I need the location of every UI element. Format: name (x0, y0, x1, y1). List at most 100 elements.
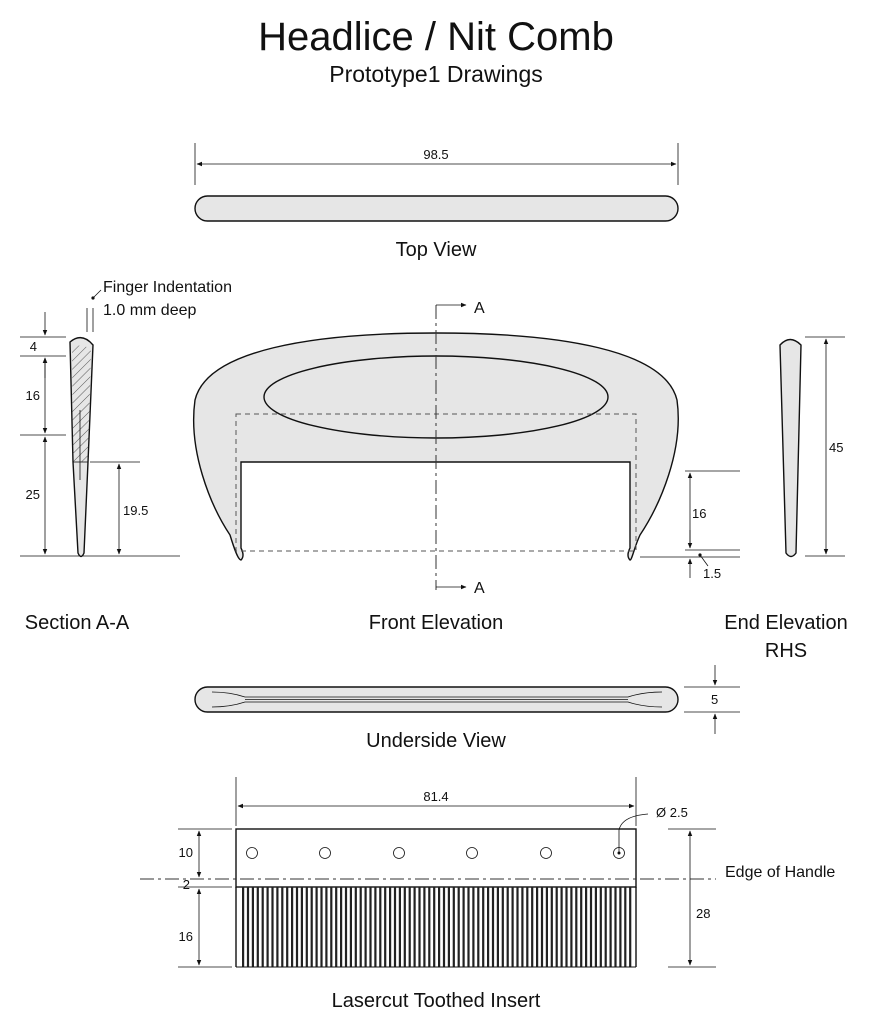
insert-body (235, 828, 637, 888)
comb-tooth (624, 887, 627, 967)
underside-view-label: Underside View (366, 730, 506, 752)
comb-tooth (330, 887, 333, 967)
comb-tooth (359, 887, 362, 967)
comb-tooth (428, 887, 431, 967)
insert-width-dimension: 81.4 (423, 789, 448, 804)
comb-tooth (364, 887, 367, 967)
comb-tooth (379, 887, 382, 967)
rivet-hole (319, 847, 331, 859)
comb-tooth (604, 887, 607, 967)
comb-tooth (295, 887, 299, 967)
comb-tooth (540, 887, 544, 967)
section-view: 4 16 25 19.5 Finger Indentation 1.0 mm d… (20, 279, 232, 634)
comb-tooth (580, 887, 583, 967)
insert-label: Lasercut Toothed Insert (332, 990, 541, 1012)
comb-tooth (462, 887, 465, 967)
section-dim-4: 4 (30, 339, 37, 354)
comb-tooth (325, 887, 328, 967)
comb-tooth (457, 887, 460, 967)
comb-tooth (261, 887, 264, 967)
insert-teeth (242, 887, 632, 967)
comb-tooth (242, 887, 245, 967)
comb-tooth (256, 887, 259, 967)
rivet-hole (466, 847, 478, 859)
comb-tooth (310, 887, 313, 967)
top-view-label: Top View (396, 239, 477, 261)
comb-tooth (344, 887, 348, 967)
comb-tooth (384, 887, 387, 967)
comb-tooth (501, 887, 504, 967)
comb-tooth (349, 887, 352, 967)
end-elevation-label: End Elevation (724, 612, 847, 634)
comb-tooth (467, 887, 470, 967)
top-view: 98.5 Top View (194, 143, 679, 261)
comb-tooth (315, 887, 318, 967)
comb-tooth (482, 887, 485, 967)
section-dim-25: 25 (26, 487, 40, 502)
comb-tooth (570, 887, 573, 967)
section-marker-top: A (474, 300, 485, 317)
comb-tooth (545, 887, 548, 967)
comb-tooth (300, 887, 303, 967)
comb-tooth (276, 887, 279, 967)
section-dim-16: 16 (26, 388, 40, 403)
comb-tooth (531, 887, 534, 967)
comb-tooth (472, 887, 475, 967)
rivet-hole (540, 847, 552, 859)
comb-tooth (594, 887, 597, 967)
comb-tooth (516, 887, 519, 967)
comb-tooth (286, 887, 289, 967)
comb-tooth (511, 887, 514, 967)
comb-tooth (354, 887, 357, 967)
insert-dim-10: 10 (179, 845, 193, 860)
toothed-insert: 81.4 Ø 2.5 Edge of Handle 10 2 16 28 Las… (140, 777, 835, 1012)
comb-tooth (491, 887, 495, 967)
comb-tooth (614, 887, 617, 967)
front-elevation-label: Front Elevation (369, 612, 504, 634)
drawing-title: Headlice / Nit Comb (258, 15, 614, 59)
insert-dim-16: 16 (179, 929, 193, 944)
finger-indentation-depth: 1.0 mm deep (103, 302, 196, 319)
comb-tooth (251, 887, 254, 967)
comb-tooth (560, 887, 563, 967)
rivet-hole (393, 847, 405, 859)
comb-tooth (413, 887, 416, 967)
comb-tooth (433, 887, 436, 967)
comb-tooth (335, 887, 338, 967)
comb-tooth (477, 887, 480, 967)
top-view-outline (194, 195, 679, 222)
front-dim-1-5: 1.5 (703, 566, 721, 581)
comb-tooth (609, 887, 612, 967)
comb-tooth (496, 887, 499, 967)
end-profile (779, 338, 802, 558)
comb-tooth (281, 887, 284, 967)
section-marker-bottom: A (474, 580, 485, 597)
rivet-hole (246, 847, 258, 859)
comb-tooth (536, 887, 539, 967)
hole-diameter-label: Ø 2.5 (656, 805, 688, 820)
end-elevation-side: RHS (765, 640, 807, 662)
comb-tooth (246, 887, 250, 967)
comb-tooth (565, 887, 568, 967)
comb-tooth (423, 887, 426, 967)
front-dim-16: 16 (692, 506, 706, 521)
comb-tooth (575, 887, 578, 967)
front-elevation: A A 16 1.5 Front Elevation (193, 300, 740, 634)
comb-tooth (408, 887, 411, 967)
comb-tooth (487, 887, 490, 967)
edge-of-handle-label: Edge of Handle (725, 864, 835, 881)
comb-tooth (389, 887, 392, 967)
top-width-dimension: 98.5 (423, 147, 448, 162)
comb-tooth (291, 887, 294, 967)
comb-tooth (452, 887, 455, 967)
comb-tooth (589, 887, 593, 967)
end-elevation: 45 End Elevation RHS (724, 336, 848, 662)
underside-view: 5 Underside View (194, 665, 740, 752)
comb-tooth (340, 887, 343, 967)
comb-tooth (398, 887, 401, 967)
comb-tooth (585, 887, 588, 967)
section-dim-19-5: 19.5 (123, 503, 148, 518)
comb-tooth (418, 887, 421, 967)
comb-tooth (374, 887, 377, 967)
